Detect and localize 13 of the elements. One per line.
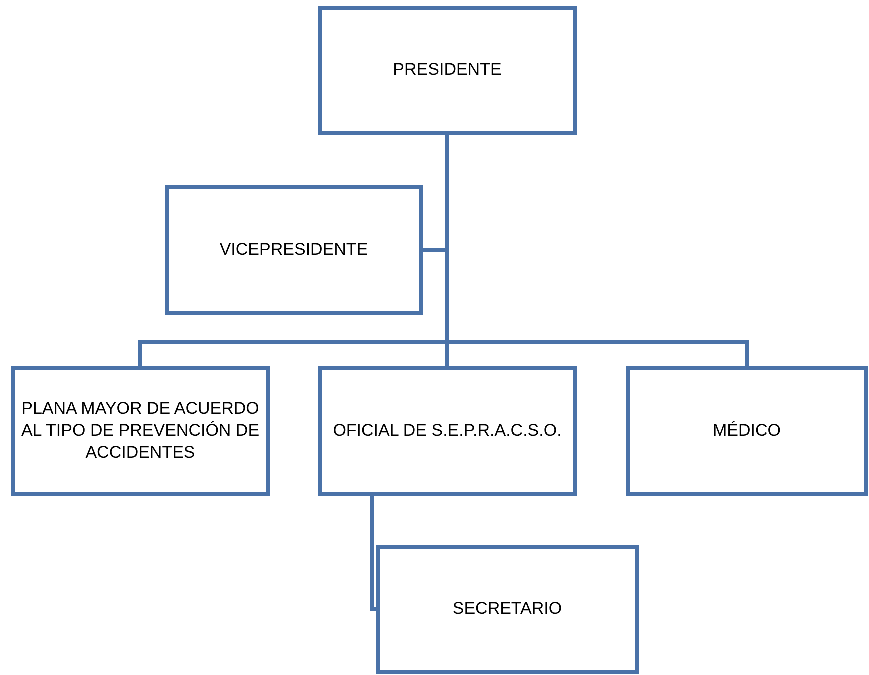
org-box — [626, 366, 868, 496]
org-box — [318, 366, 577, 496]
org-box — [11, 366, 270, 496]
box-label: PRESIDENTE — [393, 59, 502, 82]
box-label: VICEPRESIDENTE — [220, 238, 368, 261]
org-box — [318, 6, 577, 135]
box-label: PLANA MAYOR DE ACUERDO AL TIPO DE PREVENCIÓN DE ACCIDENTES — [20, 398, 261, 464]
box-label: MÉDICO — [713, 420, 781, 442]
org-box — [376, 545, 639, 674]
box-label: SECRETARIO — [452, 598, 562, 620]
box-label: OFICIAL DE S.E.P.R.A.C.S.O. — [333, 420, 562, 442]
connector-line — [370, 494, 378, 612]
org-box — [165, 185, 423, 315]
